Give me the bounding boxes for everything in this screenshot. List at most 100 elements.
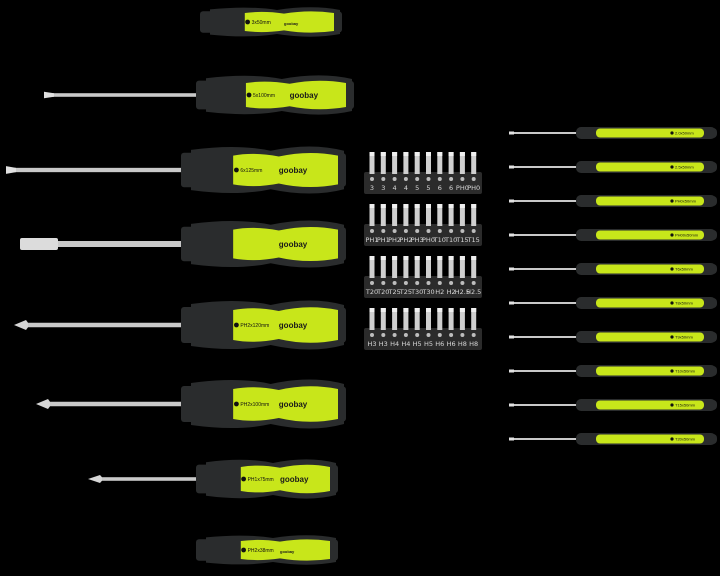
tip <box>509 335 514 339</box>
handle-end-cap <box>705 366 717 376</box>
brand-logo: goobay <box>279 400 308 409</box>
bit-symbol <box>403 177 408 181</box>
bit-size-label: T20 <box>365 288 378 296</box>
handle-end-cap <box>705 434 717 444</box>
bit: H3 <box>379 308 388 348</box>
bit: H2.5 <box>455 256 470 296</box>
bit-shaft <box>369 152 375 174</box>
bit-symbol <box>471 333 476 337</box>
precision-screwdriver: T20x50mm <box>509 433 717 445</box>
handle-grip-insert <box>596 332 704 342</box>
bit-shaft <box>392 256 398 278</box>
phillips-tip <box>36 399 50 409</box>
bit: T30 <box>410 256 423 296</box>
bit: T30 <box>421 256 435 296</box>
bit: H8 <box>469 308 478 348</box>
bit-shaft <box>392 152 398 174</box>
bit: T15 <box>455 204 469 244</box>
size-label: T20x50mm <box>675 437 696 442</box>
handle-end-cap <box>705 332 717 342</box>
bit-shaft <box>403 308 409 330</box>
bit: PH0 <box>467 152 480 192</box>
bit: T10 <box>433 204 446 244</box>
bit: 3 <box>369 152 375 192</box>
bit-symbol <box>403 333 408 337</box>
bit-symbol <box>392 177 397 181</box>
bit: PH2 <box>399 204 412 244</box>
bit-tip <box>471 256 477 260</box>
tip-type-icon <box>245 19 251 25</box>
bit-symbol <box>381 177 386 181</box>
bit: T20 <box>376 256 389 296</box>
handle-grip-insert <box>596 128 704 138</box>
bit-symbol <box>381 281 386 285</box>
bit: T25 <box>399 256 412 296</box>
bit-symbol <box>370 281 374 285</box>
bit-tip <box>414 308 420 312</box>
bit: H2 <box>435 256 444 296</box>
handle-end-cap <box>340 227 346 261</box>
bit-tip <box>369 204 375 208</box>
bit-size-label: H6 <box>435 340 444 348</box>
shaft <box>58 241 189 247</box>
handle-end-cap <box>332 539 338 561</box>
bit-symbol <box>471 281 476 285</box>
precision-screwdriver: 2.0x50mm <box>509 127 717 139</box>
bit-size-label: 4 <box>393 184 397 192</box>
bit-shaft <box>403 204 409 226</box>
handle-grip-insert <box>596 196 704 206</box>
bit: PH1 <box>377 204 390 244</box>
bit-size-label: T20 <box>376 288 389 296</box>
bit-tip <box>448 256 454 260</box>
bit: PH0 <box>422 204 435 244</box>
bit-symbol <box>437 333 442 337</box>
bit-tip <box>459 152 465 156</box>
bit-symbol <box>449 177 454 181</box>
bit-shaft <box>380 256 386 278</box>
bit-shaft <box>380 204 386 226</box>
bit-shaft <box>414 308 420 330</box>
shaft <box>512 370 578 372</box>
shaft <box>512 132 578 134</box>
bit-shaft <box>414 204 420 226</box>
tip-type-icon <box>670 199 674 203</box>
bit-shaft <box>369 308 375 330</box>
bit: PH1 <box>366 204 378 244</box>
tip-type-icon <box>670 301 674 305</box>
bit-shaft <box>437 152 443 174</box>
tip <box>509 165 514 169</box>
bit-shaft <box>471 204 477 226</box>
slotted-tip <box>6 166 16 174</box>
bit-tip <box>414 256 420 260</box>
brand-logo: goobay <box>284 21 299 26</box>
bit-size-label: H3 <box>367 340 376 348</box>
bit-tip <box>471 204 477 208</box>
bit-size-label: 3 <box>381 184 385 192</box>
bit: H6 <box>447 308 456 348</box>
bit-shaft <box>437 308 443 330</box>
handle-end-cap <box>340 307 346 343</box>
bit-symbol <box>460 229 465 233</box>
bit-tip <box>380 204 386 208</box>
handle-end-cap <box>332 465 338 493</box>
bit-tip <box>459 256 465 260</box>
bit-tip <box>380 152 386 156</box>
bit-shaft <box>459 256 465 278</box>
bit-shaft <box>471 152 477 174</box>
handle-end-cap <box>336 11 342 33</box>
handle-grip-insert <box>596 264 704 274</box>
handle-grip-insert <box>596 162 704 172</box>
handle-grip-insert <box>233 226 338 262</box>
bit-tip <box>380 256 386 260</box>
bit-tip <box>392 152 398 156</box>
